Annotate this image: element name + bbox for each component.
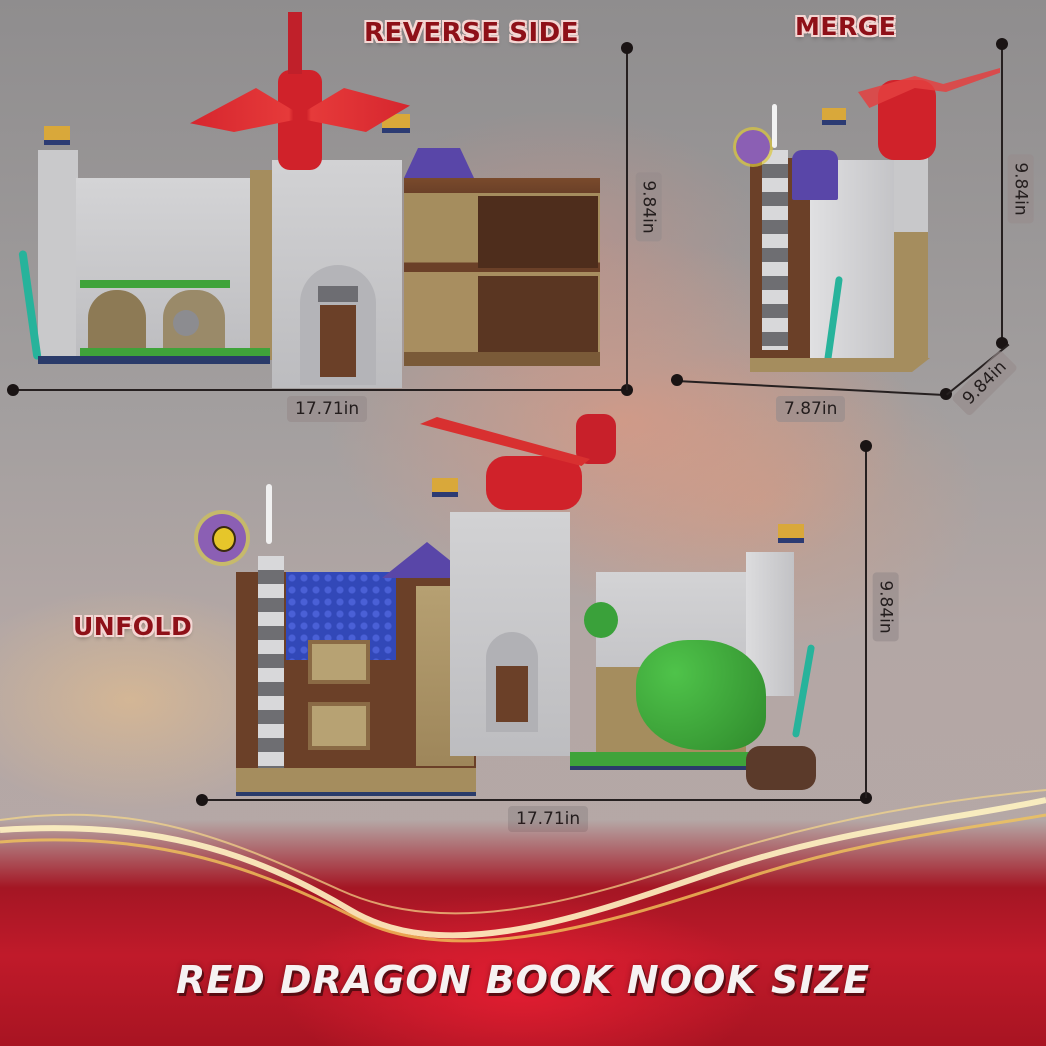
unfold-vine <box>584 602 618 638</box>
gate-door <box>320 305 356 377</box>
golden-light-wave <box>0 789 1046 943</box>
merge-base <box>750 358 930 372</box>
reverse-side-model <box>18 10 608 390</box>
gate-flag <box>382 114 410 133</box>
unfold-width-end-dot <box>860 792 872 804</box>
merge-smoke <box>772 104 777 148</box>
unfold-window-lower <box>308 702 370 750</box>
unfold-height-label: 9.84in <box>872 572 899 642</box>
unfold-height-line <box>865 446 867 798</box>
unfold-dragon-head <box>576 414 616 464</box>
unfold-castle-flag <box>432 478 458 497</box>
merge-flag <box>822 108 846 125</box>
merge-width-label: 7.87in <box>776 396 846 422</box>
beholder-eye <box>212 526 236 552</box>
gate-window-bar <box>318 286 358 302</box>
unfold-width-line <box>201 799 867 801</box>
unfold-heading: UNFOLD <box>73 612 193 641</box>
tavern-room-lower <box>478 276 598 352</box>
merge-heading: MERGE <box>795 12 897 41</box>
reverse-height-top-dot <box>621 42 633 54</box>
red-banner <box>0 820 1046 1046</box>
unfold-chimney <box>258 556 284 776</box>
left-tower <box>38 150 78 360</box>
reverse-height-line <box>626 48 628 390</box>
chimney-smoke <box>266 484 272 544</box>
tavern-room-upper <box>478 196 598 268</box>
unfold-width-start-dot <box>196 794 208 806</box>
unfold-height-top-dot <box>860 440 872 452</box>
ground-grass <box>80 348 270 356</box>
reverse-width-line <box>12 389 627 391</box>
merge-model <box>736 40 1010 380</box>
merge-beholder <box>736 130 770 164</box>
merge-ruin-side <box>894 148 928 358</box>
merge-width-start-dot <box>671 374 683 386</box>
ruin-slope <box>250 170 274 360</box>
unfold-right-flag <box>778 524 804 543</box>
base-plate <box>38 356 270 364</box>
unfold-tentacle <box>791 644 816 738</box>
unfold-castle-door <box>496 666 528 722</box>
grass-ledge <box>80 280 230 288</box>
merge-roof <box>792 150 838 200</box>
merge-height-line <box>1001 44 1003 344</box>
left-flag <box>44 126 70 145</box>
reverse-side-heading: REVERSE SIDE <box>364 18 579 48</box>
unfold-trees <box>636 640 766 750</box>
merge-chimney <box>762 150 788 350</box>
reverse-width-start-dot <box>7 384 19 396</box>
unfold-model <box>186 396 836 796</box>
unfold-dragon-body <box>486 456 582 510</box>
merge-width-line <box>676 380 947 397</box>
shield-disc <box>173 310 199 336</box>
footer-title: RED DRAGON BOOK NOOK SIZE <box>175 958 871 1002</box>
merge-height-label: 9.84in <box>1007 154 1034 224</box>
arch-left <box>88 290 146 350</box>
unfold-base-left <box>236 768 476 796</box>
unfold-window-upper <box>308 640 370 684</box>
tavern-roof <box>404 148 474 178</box>
merge-height-top-dot <box>996 38 1008 50</box>
unfold-creature <box>746 746 816 790</box>
tavern-floor <box>404 352 600 366</box>
dragon-neck <box>288 12 302 74</box>
reverse-height-label: 9.84in <box>635 172 662 242</box>
reverse-width-label: 17.71in <box>287 396 368 422</box>
unfold-base-right <box>570 752 760 770</box>
reverse-width-end-dot <box>621 384 633 396</box>
